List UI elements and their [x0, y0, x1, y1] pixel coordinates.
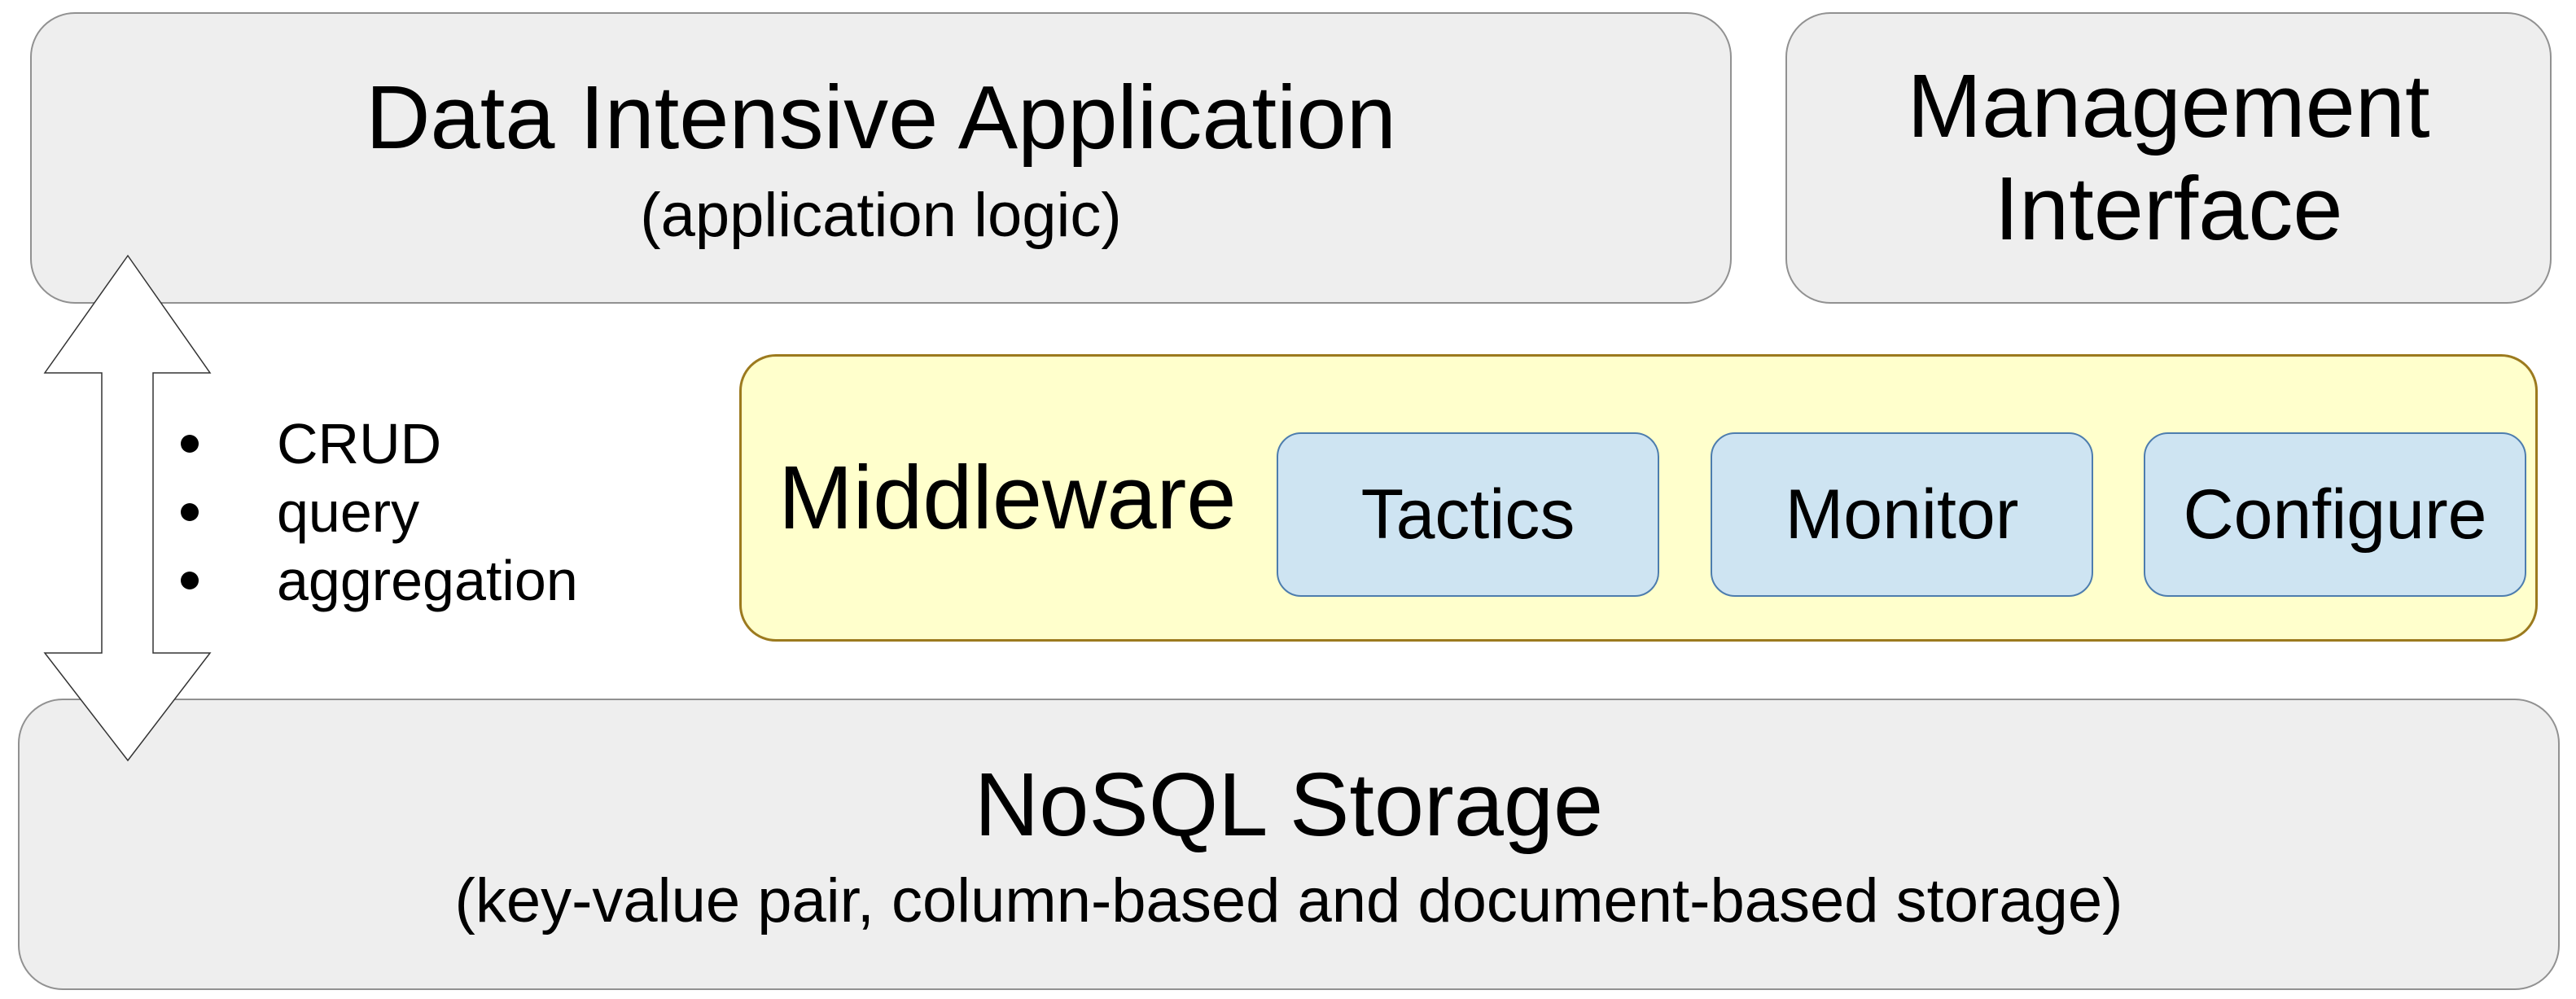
double-headed-arrow-icon	[43, 254, 212, 762]
operations-list: CRUD query aggregation	[181, 410, 578, 615]
management-interface-box: Management Interface	[1785, 12, 2552, 304]
list-item: query	[181, 478, 578, 546]
operation-label: CRUD	[277, 412, 442, 475]
list-item: aggregation	[181, 546, 578, 615]
data-intensive-application-box: Data Intensive Application (application …	[30, 12, 1732, 304]
component-configure-label: Configure	[2183, 475, 2487, 554]
data-intensive-application-subtitle: (application logic)	[640, 181, 1122, 251]
data-intensive-application-title: Data Intensive Application	[366, 68, 1396, 169]
nosql-storage-box: NoSQL Storage (key-value pair, column-ba…	[18, 699, 2560, 990]
component-monitor-label: Monitor	[1785, 475, 2019, 554]
middleware-label: Middleware	[778, 448, 1237, 548]
middleware-component-tactics: Tactics	[1277, 432, 1659, 597]
component-tactics-label: Tactics	[1360, 475, 1575, 554]
operation-label: query	[277, 480, 420, 544]
bullet-icon	[181, 435, 199, 453]
bullet-icon	[181, 503, 199, 521]
list-item: CRUD	[181, 410, 578, 478]
middleware-component-monitor: Monitor	[1711, 432, 2093, 597]
management-interface-title: Management Interface	[1907, 55, 2430, 260]
middleware-panel: Middleware Tactics Monitor Configure	[739, 354, 2538, 642]
nosql-storage-subtitle: (key-value pair, column-based and docume…	[454, 866, 2123, 936]
middleware-component-configure: Configure	[2144, 432, 2526, 597]
bullet-icon	[181, 572, 199, 589]
nosql-storage-title: NoSQL Storage	[974, 755, 1604, 856]
operation-label: aggregation	[277, 549, 578, 612]
